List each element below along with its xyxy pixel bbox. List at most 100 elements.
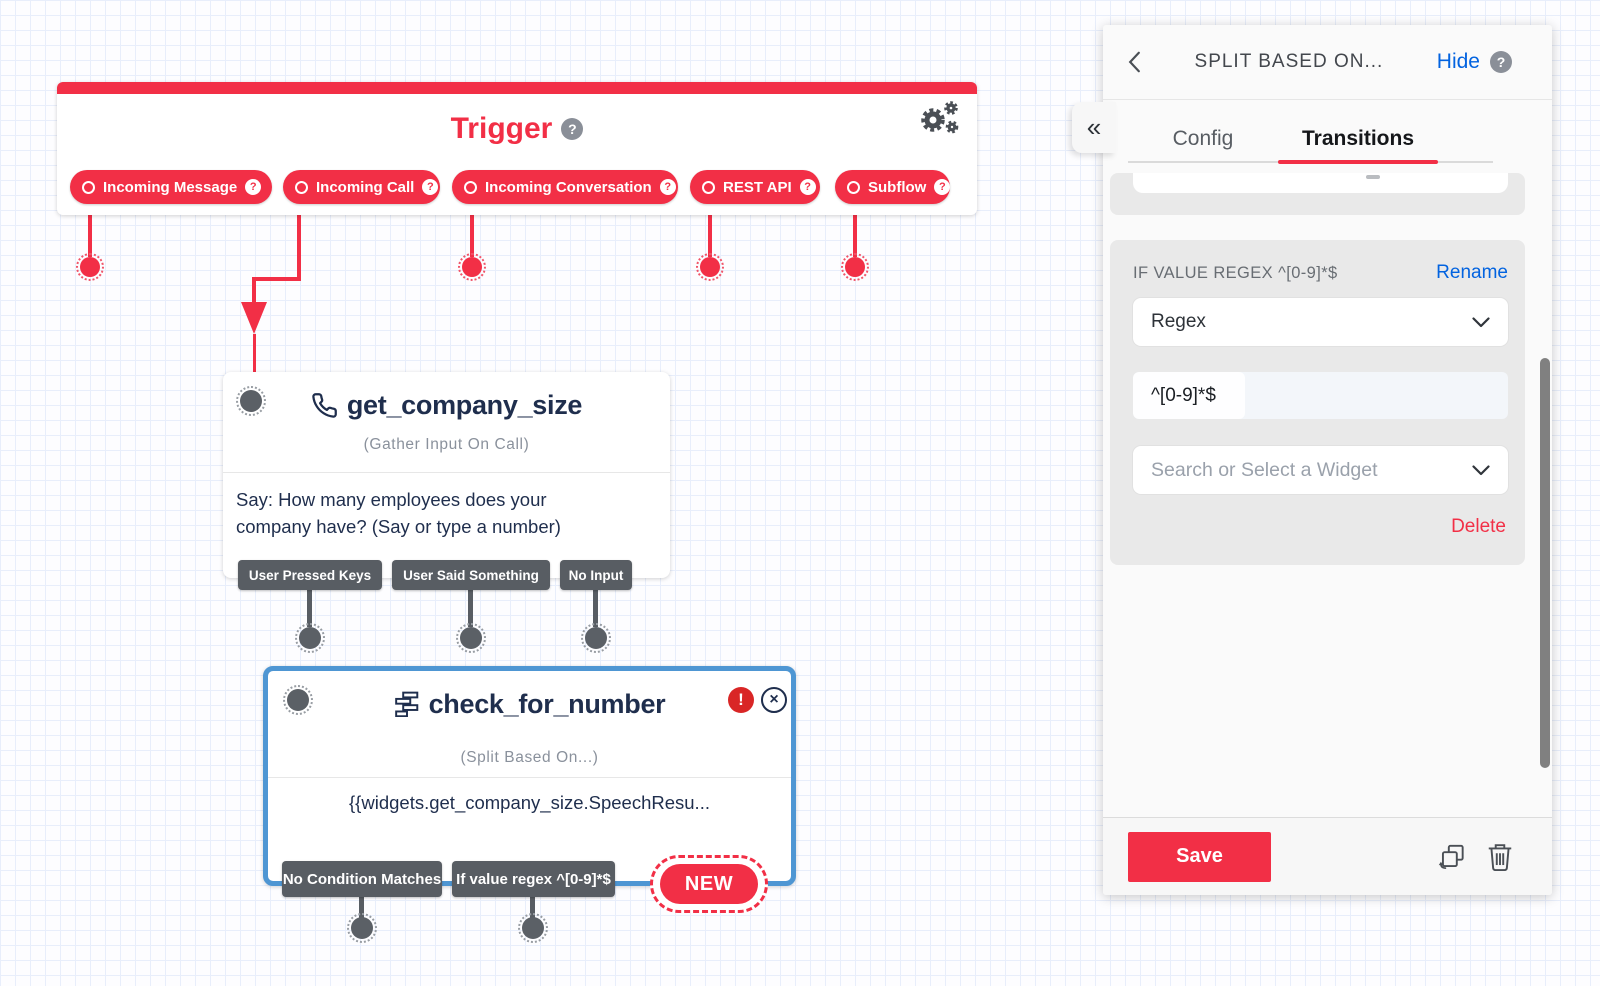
inspector-panel: « SPLIT BASED ON... Hide ? Config Transi… xyxy=(1072,25,1552,895)
widget-input-port[interactable] xyxy=(236,386,266,416)
collapse-icon: « xyxy=(1086,112,1102,142)
port-circle-icon xyxy=(702,180,715,194)
trigger-accent-bar xyxy=(57,82,977,94)
transition-tab-no-condition-matches[interactable]: No Condition Matches xyxy=(282,861,442,897)
trigger-pill-subflow[interactable]: Subflow ? xyxy=(835,170,951,204)
widget-body-line: Say: How many employees does your xyxy=(236,489,547,510)
active-tab-indicator xyxy=(1278,160,1438,164)
tab-transitions[interactable]: Transitions xyxy=(1278,115,1438,164)
transition-port[interactable] xyxy=(456,623,486,653)
trigger-pill-label: Incoming Message xyxy=(103,178,238,196)
trigger-port[interactable] xyxy=(76,253,104,281)
error-icon[interactable]: ! xyxy=(728,687,754,713)
help-icon[interactable]: ? xyxy=(1490,51,1512,73)
trigger-pill-label: Incoming Call xyxy=(316,178,415,196)
delete-widget-button[interactable] xyxy=(1486,842,1514,872)
scroll-cut-field xyxy=(1133,173,1508,193)
help-icon[interactable]: ? xyxy=(799,179,816,195)
help-icon[interactable]: ? xyxy=(422,179,439,195)
trigger-port[interactable] xyxy=(841,253,869,281)
divider xyxy=(223,472,670,473)
port-circle-icon xyxy=(847,180,860,194)
help-icon[interactable]: ? xyxy=(245,179,262,195)
widget-select[interactable]: Search or Select a Widget xyxy=(1133,446,1508,494)
widget-body-variable: {{widgets.get_company_size.SpeechResu... xyxy=(349,792,710,813)
transition-port[interactable] xyxy=(347,913,377,943)
panel-footer: Save xyxy=(1103,817,1552,895)
scrolled-transition-card xyxy=(1110,173,1525,215)
widget-get-company-size[interactable]: get_company_size (Gather Input On Call) … xyxy=(223,372,670,578)
trigger-pill-incoming-message[interactable]: Incoming Message ? xyxy=(70,170,272,204)
resize-handle-icon xyxy=(1366,175,1380,179)
widget-body-line: company have? (Say or type a number) xyxy=(236,516,561,537)
transition-tab-user-pressed-keys[interactable]: User Pressed Keys xyxy=(238,560,382,590)
transition-port[interactable] xyxy=(295,623,325,653)
transition-port[interactable] xyxy=(581,623,611,653)
regex-value: ^[0-9]*$ xyxy=(1151,384,1216,406)
transition-tab-user-said-something[interactable]: User Said Something xyxy=(392,560,550,590)
widget-type-label: (Gather Input On Call) xyxy=(363,436,530,453)
back-icon[interactable] xyxy=(1128,51,1141,73)
trigger-pill-label: Subflow xyxy=(868,178,927,196)
connector-line xyxy=(297,204,301,281)
new-transition-label: NEW xyxy=(660,864,758,904)
chevron-down-icon xyxy=(1472,316,1490,327)
widget-name: check_for_number xyxy=(428,688,666,719)
help-icon[interactable]: ? xyxy=(561,118,584,140)
connector-line xyxy=(252,277,256,302)
regex-value-input[interactable]: ^[0-9]*$ xyxy=(1133,372,1508,419)
connector-arrow-icon xyxy=(241,302,267,334)
help-icon[interactable]: ? xyxy=(934,179,951,195)
widget-type-label: (Split Based On...) xyxy=(460,749,599,766)
collapse-panel-button[interactable]: « xyxy=(1072,102,1116,153)
trigger-pill-rest-api[interactable]: REST API ? xyxy=(690,170,820,204)
panel-tabs: Config Transitions xyxy=(1128,115,1493,164)
duplicate-widget-button[interactable] xyxy=(1436,841,1468,873)
trigger-title: Trigger xyxy=(450,112,553,145)
trigger-pill-incoming-call[interactable]: Incoming Call ? xyxy=(283,170,440,204)
connector-line xyxy=(468,590,473,627)
close-icon[interactable]: × xyxy=(761,687,787,713)
condition-type-value: Regex xyxy=(1151,311,1206,332)
save-button[interactable]: Save xyxy=(1128,831,1271,882)
tab-transitions-label: Transitions xyxy=(1301,127,1415,150)
panel-scrollbar[interactable] xyxy=(1540,358,1550,768)
connector-line xyxy=(853,204,857,257)
connector-line xyxy=(88,204,92,257)
hide-link[interactable]: Hide xyxy=(1436,50,1480,73)
chevron-down-icon xyxy=(1472,464,1490,475)
panel-title: SPLIT BASED ON... xyxy=(1194,51,1384,72)
condition-type-select[interactable]: Regex xyxy=(1133,298,1508,346)
widget-check-for-number[interactable]: check_for_number ! × (Split Based On...)… xyxy=(263,666,796,886)
help-icon[interactable]: ? xyxy=(659,179,676,195)
regex-token-highlight xyxy=(1133,372,1245,419)
delete-link[interactable]: Delete xyxy=(1451,516,1506,537)
divider xyxy=(268,777,791,778)
phone-icon xyxy=(312,392,337,418)
condition-heading: IF VALUE REGEX ^[0-9]*$ xyxy=(1133,263,1338,282)
transition-tab-if-value-regex[interactable]: If value regex ^[0-9]*$ xyxy=(452,861,615,897)
widget-select-placeholder: Search or Select a Widget xyxy=(1151,458,1378,481)
transition-port[interactable] xyxy=(518,913,548,943)
port-circle-icon xyxy=(295,180,308,194)
connector-line xyxy=(307,590,312,627)
connector-line xyxy=(252,277,301,281)
rename-link[interactable]: Rename xyxy=(1436,262,1508,283)
trigger-pill-label: REST API xyxy=(723,178,792,196)
panel-header: SPLIT BASED ON... Hide ? xyxy=(1103,25,1552,100)
port-circle-icon xyxy=(82,180,95,194)
widget-input-port[interactable] xyxy=(283,685,313,715)
trigger-pill-incoming-conversation[interactable]: Incoming Conversation ? xyxy=(452,170,678,204)
trigger-pill-label: Incoming Conversation xyxy=(485,178,652,196)
new-transition-button[interactable]: NEW xyxy=(650,855,768,913)
settings-gears-icon[interactable] xyxy=(917,98,961,138)
transition-tab-no-input[interactable]: No Input xyxy=(560,560,632,590)
connector-line xyxy=(708,204,712,257)
split-icon xyxy=(394,691,418,717)
connector-line xyxy=(252,334,256,378)
tab-config[interactable]: Config xyxy=(1172,127,1234,150)
connector-line xyxy=(593,590,598,627)
trigger-port[interactable] xyxy=(696,253,724,281)
trash-icon xyxy=(1488,843,1512,871)
trigger-port[interactable] xyxy=(458,253,486,281)
